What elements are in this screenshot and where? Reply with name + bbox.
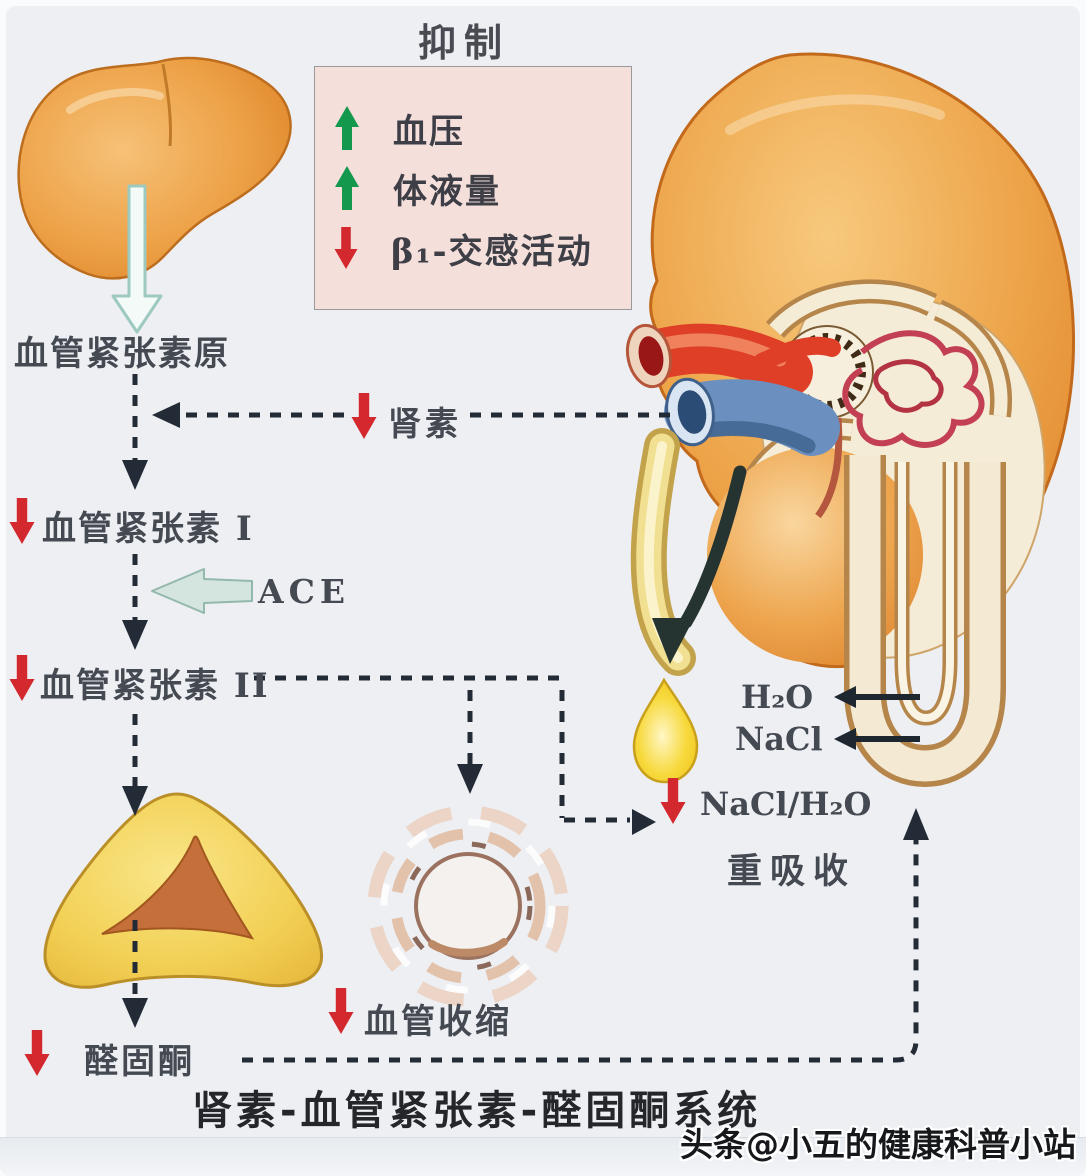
urine-drop — [632, 677, 699, 784]
aldosterone-label: 醛固酮 — [84, 1042, 195, 1082]
flow-dashed-lines — [132, 374, 919, 1063]
kidney-illustration — [625, 52, 1076, 788]
vasoconstriction-label: 血管收缩 — [364, 1002, 512, 1042]
reabsorption-arrows — [834, 686, 920, 750]
angiotensin2-label: 血管紧张素 II — [40, 666, 270, 706]
diagram-title: 肾素-血管紧张素-醛固酮系统 — [192, 1088, 762, 1134]
down-arrow-icon — [331, 226, 361, 270]
nacl-h2o-label: NaCl/H₂O — [700, 785, 872, 823]
inhibition-title: 抑制 — [418, 20, 511, 65]
aldosterone-decrease-arrow-icon — [23, 1029, 51, 1077]
blood-vessel-cross-section — [367, 805, 569, 1007]
inhibition-row-fluid-volume: 体液量 — [331, 164, 631, 213]
watermark: 头条@小五的健康科普小站 — [680, 1125, 1076, 1164]
inhibition-box: 血压 体液量 β₁-交感活动 — [314, 66, 632, 310]
bottom-strip — [0, 1137, 1086, 1176]
renin-decrease-arrow-icon — [350, 392, 378, 440]
up-arrow-icon — [331, 165, 363, 211]
blood-pressure-label: 血压 — [393, 111, 465, 152]
angiotensin1-label: 血管紧张素 I — [42, 509, 254, 549]
adrenal-gland-illustration — [43, 792, 324, 989]
urine-flow-arrow — [652, 465, 747, 664]
sympathetic-activity-label: β₁-交感活动 — [391, 231, 593, 272]
angiotensinogen-label: 血管紧张素原 — [14, 334, 230, 374]
flow-arrowheads — [122, 402, 929, 1028]
nacl-h2o-decrease-arrow-icon — [659, 777, 687, 825]
h2o-label: H₂O — [741, 678, 814, 716]
angiotensin1-decrease-arrow-icon — [8, 497, 36, 545]
renin-label: 肾素 — [388, 404, 462, 443]
ace-arrow — [151, 568, 253, 614]
ace-label: ACE — [258, 572, 351, 611]
fluid-volume-label: 体液量 — [393, 171, 501, 212]
reabsorption-label: 重吸收 — [727, 851, 857, 892]
inhibition-row-blood-pressure: 血压 — [331, 104, 631, 153]
up-arrow-icon — [331, 105, 363, 151]
loop-of-henle — [844, 455, 1006, 788]
liver-illustration — [17, 56, 292, 280]
inhibition-row-sympathetic: β₁-交感活动 — [331, 224, 631, 273]
liver-to-angiotensinogen-arrow — [111, 184, 163, 334]
renal-artery — [625, 323, 841, 397]
angiotensin2-decrease-arrow-icon — [8, 654, 36, 702]
vasoconstriction-decrease-arrow-icon — [327, 987, 355, 1035]
nacl-label: NaCl — [735, 720, 823, 758]
